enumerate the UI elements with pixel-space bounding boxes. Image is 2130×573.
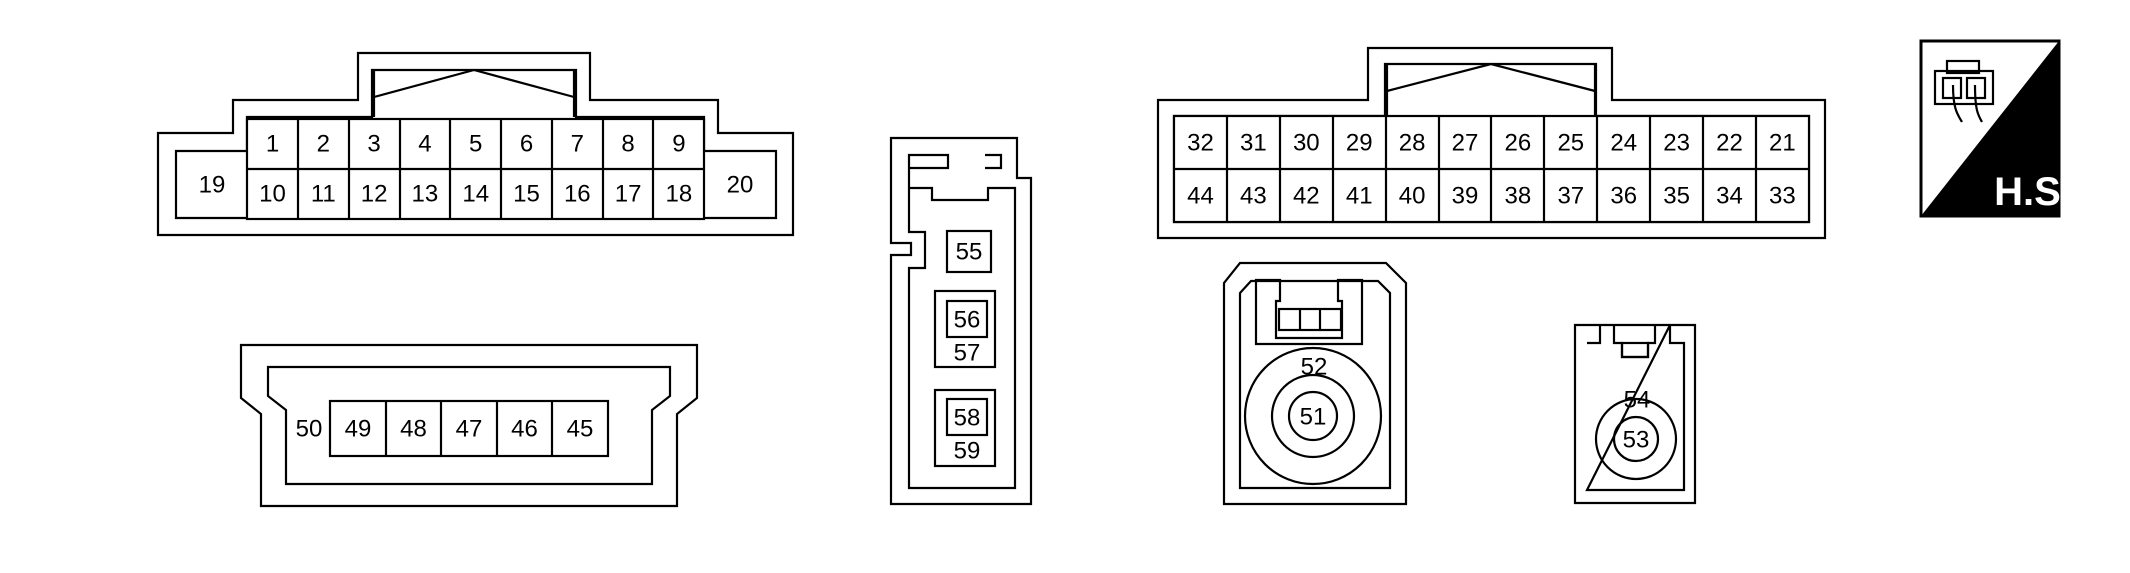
terminal-label: 9 bbox=[672, 131, 685, 158]
terminal-label: 46 bbox=[511, 416, 538, 443]
terminal-label: 43 bbox=[1240, 183, 1267, 210]
terminal-label: 24 bbox=[1610, 130, 1637, 157]
connector-d: 32 31 30 29 28 27 26 25 24 23 22 21 44 43 42 41 40 39 38 3… bbox=[1156, 46, 1827, 240]
terminal-53: 53 bbox=[1623, 427, 1650, 454]
terminal-label: 18 bbox=[666, 181, 693, 208]
terminal-label: 8 bbox=[621, 131, 634, 158]
terminal-label: 49 bbox=[345, 416, 372, 443]
terminal-label: 16 bbox=[564, 181, 591, 208]
terminal-label: 14 bbox=[462, 181, 489, 208]
terminal-57: 57 bbox=[954, 340, 981, 367]
connector-c: 55 56 57 58 59 bbox=[889, 136, 1033, 506]
terminal-label: 31 bbox=[1240, 130, 1267, 157]
terminal-label: 6 bbox=[520, 131, 533, 158]
terminal-label: 34 bbox=[1716, 183, 1743, 210]
terminal-label: 39 bbox=[1452, 183, 1479, 210]
terminal-label: 47 bbox=[456, 416, 483, 443]
terminal-label: 28 bbox=[1399, 130, 1426, 157]
terminal-label: 25 bbox=[1557, 130, 1584, 157]
terminal-label: 40 bbox=[1399, 183, 1426, 210]
terminal-label: 2 bbox=[317, 131, 330, 158]
terminal-label: 30 bbox=[1293, 130, 1320, 157]
harness-side-badge: H.S. bbox=[1919, 39, 2072, 218]
terminal-54: 54 bbox=[1624, 387, 1651, 414]
terminal-label: 7 bbox=[571, 131, 584, 158]
terminal-label: 15 bbox=[513, 181, 540, 208]
terminal-label: 5 bbox=[469, 131, 482, 158]
terminal-label: 45 bbox=[567, 416, 594, 443]
terminal-label: 11 bbox=[311, 181, 336, 208]
terminal-58: 58 bbox=[954, 405, 981, 432]
terminal-label: 32 bbox=[1187, 130, 1214, 157]
terminal-label: 13 bbox=[412, 181, 439, 208]
terminal-label: 29 bbox=[1346, 130, 1373, 157]
terminal-label: 36 bbox=[1610, 183, 1637, 210]
terminal-19: 19 bbox=[199, 172, 226, 199]
terminal-label: 26 bbox=[1505, 130, 1532, 157]
terminal-label: 41 bbox=[1346, 183, 1373, 210]
terminal-label: 33 bbox=[1769, 183, 1796, 210]
terminal-label: 12 bbox=[361, 181, 388, 208]
terminal-label: 3 bbox=[367, 131, 380, 158]
terminal-label: 37 bbox=[1557, 183, 1584, 210]
terminal-51: 51 bbox=[1300, 404, 1327, 431]
terminal-label: 22 bbox=[1716, 130, 1743, 157]
terminal-label: 17 bbox=[615, 181, 642, 208]
terminal-label: 1 bbox=[266, 131, 279, 158]
terminal-55: 55 bbox=[956, 239, 983, 266]
harness-side-connector-icon bbox=[1933, 59, 1995, 123]
hs-label: H.S. bbox=[1994, 170, 2072, 214]
terminal-52: 52 bbox=[1301, 354, 1328, 381]
terminal-label: 38 bbox=[1505, 183, 1532, 210]
connector-b: 50 49 48 47 46 45 bbox=[239, 343, 699, 508]
terminal-59: 59 bbox=[954, 438, 981, 465]
terminal-label: 23 bbox=[1663, 130, 1690, 157]
terminal-56: 56 bbox=[954, 307, 981, 334]
connector-e: 52 51 bbox=[1222, 261, 1408, 506]
connector-f: 54 53 bbox=[1573, 323, 1697, 505]
terminal-label: 21 bbox=[1769, 130, 1796, 157]
terminal-20: 20 bbox=[727, 172, 754, 199]
terminal-label: 27 bbox=[1452, 130, 1479, 157]
terminal-label: 44 bbox=[1187, 183, 1214, 210]
terminal-label: 4 bbox=[418, 131, 431, 158]
terminal-label: 35 bbox=[1663, 183, 1690, 210]
terminal-50: 50 bbox=[296, 416, 323, 443]
terminal-label: 42 bbox=[1293, 183, 1320, 210]
terminal-label: 10 bbox=[259, 181, 286, 208]
terminal-label: 48 bbox=[400, 416, 427, 443]
